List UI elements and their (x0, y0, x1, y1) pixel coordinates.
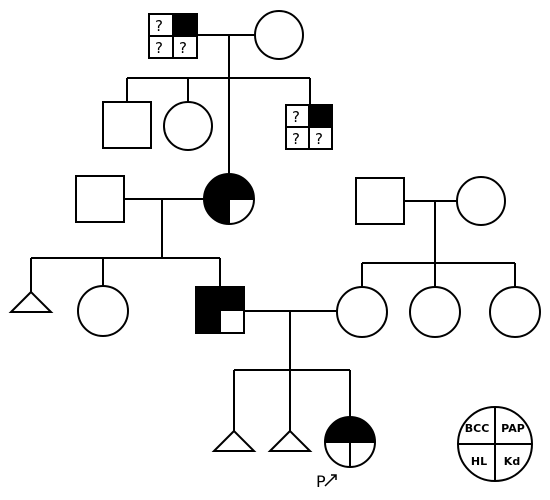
gen4-proband-affected (324, 416, 376, 468)
gen3-pregnancy-loss (8, 290, 54, 313)
key-bottom-left-label: HL (471, 455, 487, 468)
unknown-mark: ? (315, 130, 323, 148)
gen2-spouse-father (355, 177, 405, 225)
unknown-mark: ? (155, 17, 163, 35)
unknown-mark: ? (155, 39, 163, 57)
key-top-right-label: PAP (501, 422, 525, 435)
gen3-sister (77, 285, 129, 337)
gen3-mother (336, 286, 388, 338)
unknown-mark: ? (179, 39, 187, 57)
gen3-father-affected (195, 286, 245, 334)
gen2-uncle-unknown: ? ? ? (285, 104, 333, 150)
legend-key: BCC PAP HL Kd (457, 406, 533, 482)
unknown-mark: ? (292, 130, 300, 148)
gen2-mother-affected (203, 173, 255, 225)
gen1-grandmother (254, 10, 304, 60)
proband-arrow: P (316, 472, 337, 491)
gen1-grandfather: ? ? ? (148, 13, 198, 59)
proband-label: P (316, 472, 326, 491)
gen4-pregnancy-loss-2 (267, 429, 313, 452)
key-top-left-label: BCC (465, 422, 490, 435)
key-bottom-right-label: Kd (504, 455, 520, 468)
gen2-aunt (163, 101, 213, 151)
gen2-father-in-law (75, 175, 125, 223)
gen2-uncle (102, 101, 152, 149)
unknown-mark: ? (292, 108, 300, 126)
gen2-spouse-mother (456, 176, 506, 226)
gen3-maternal-aunt-1 (409, 286, 461, 338)
gen4-pregnancy-loss-1 (211, 429, 257, 452)
gen3-maternal-aunt-2 (489, 286, 541, 338)
